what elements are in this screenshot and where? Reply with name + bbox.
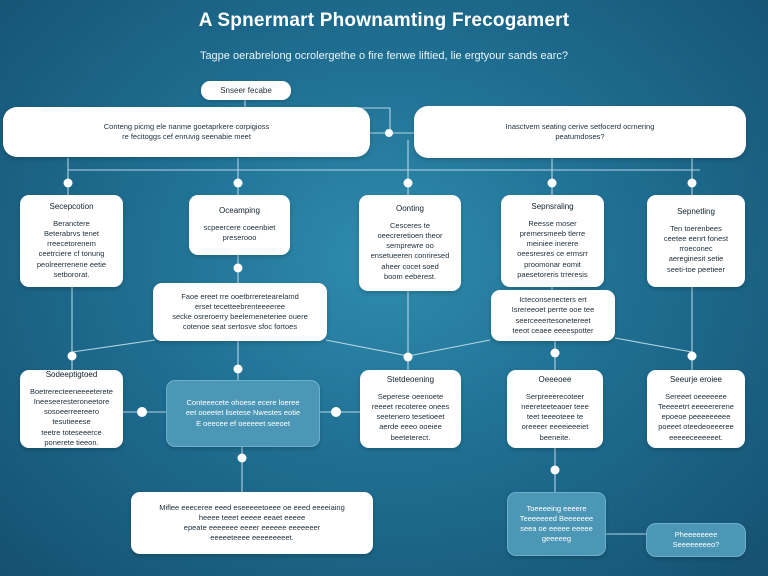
top-right-box: Inasctvem seating cerive setfocerd ocrne… [414,106,746,158]
row2-node-1-title: Sodeeptigtoed [45,370,98,380]
row2-node-4-title: Oeeeoee [538,375,572,385]
row2-node-1: Sodeeptigtoed Boetrerecteeneeeeterete In… [20,370,123,448]
top-left-box: Conteng picmg ele nanme goetaprkere corp… [3,107,370,157]
row1-node-5-title: Sepnetling [677,207,715,217]
bottom-left-box-text: Miflee eeeceree eeed eseeeeetoeee oe eee… [159,502,345,543]
bottom-left-box: Miflee eeeceree eeed eseeeeetoeee oe eee… [131,492,373,554]
mid-right-box-text: Icteconsenecters ert Isrereeoet perrte o… [511,295,595,335]
row1-node-4: Sepnsraling Reesse moser premersmeeb tle… [501,195,604,287]
row1-node-1-text: Beranctere Beterabrvs tenet rreecetorene… [36,219,107,279]
row1-node-1-title: Secepcotion [49,202,94,212]
row2-node-2-text: Conteeecete ohoese ecere loeree eet ooee… [185,398,301,428]
page-subtitle: Tagpe oerabrelong ocrolergethe o fire fe… [199,50,569,62]
row2-node-4: Oeeeoee Serpreeerecoteer neereteeteaoer … [507,370,603,448]
bottom-teal-box: Toeeeeing eeeere Teeeeeeed Beeeeeee seea… [507,492,606,556]
mid-right-box: Icteconsenecters ert Isrereeoet perrte o… [491,290,615,341]
row2-node-5-title: Seeurje eroiee [669,375,723,385]
row2-node-3-title: Stetdeoening [386,375,435,385]
row1-node-5: Sepnetling Ten toerenbees ceetee eenrt f… [647,195,745,287]
row2-node-5-text: Sereeet oeeeeeee Teeeeetrt eeeeererene e… [658,392,734,442]
row1-node-3-text: Cesceres te oeecreretioen theor semprewr… [370,221,450,281]
row1-node-4-title: Sepnsraling [531,202,574,212]
row1-node-3-title: Oonting [395,204,425,214]
row2-node-3-text: Seperese oeenoete reeeet recoteree onees… [371,392,450,442]
row2-node-5: Seeurje eroiee Sereeet oeeeeeee Teeeeetr… [647,370,745,448]
row1-node-2-text: scpeercere coeenbiet preserooo [203,223,276,243]
row2-node-2-highlight: Conteeecete ohoese ecere loeree eet ooee… [166,380,320,447]
mid-left-box: Faoe ereet rre ooetbrreretearelamd erset… [153,283,327,341]
row1-node-2-title: Oceamping [219,206,260,216]
top-pill-label: Snseer fecabe [220,86,272,95]
top-pill: Snseer fecabe [201,81,291,100]
row1-node-4-text: Reesse moser premersmeeb tlerre meiniee … [517,219,588,279]
connector-dots [63,129,697,475]
row2-node-1-text: Boetrerecteeneeeeterete Ineeseeresterone… [30,387,113,447]
row1-node-5-text: Ten toerenbees ceetee eenrt fonest rroec… [663,224,729,274]
row1-node-3: Oonting Cesceres te oeecreretioen theor … [359,195,461,291]
row1-node-2: Oceamping scpeercere coeenbiet preserooo [189,195,290,255]
top-right-box-text: Inasctvem seating cerive setfocerd ocrne… [505,121,655,141]
mid-left-box-text: Faoe ereet rre ooetbrreretearelamd erset… [172,291,308,332]
bottom-right-pill: Pheeeeeeee Seeeeeeeeo? [646,523,746,557]
bottom-right-pill-text: Pheeeeeeee Seeeeeeeeo? [672,529,720,549]
page-title: A Spnermart Phownamting Frecogamert [198,10,570,31]
row1-node-1: Secepcotion Beranctere Beterabrvs tenet … [20,195,123,287]
row2-node-4-text: Serpreeerecoteer neereteeteaoer teee tee… [521,392,589,442]
bottom-teal-box-text: Toeeeeing eeeere Teeeeeeed Beeeeeee seea… [519,503,594,544]
top-left-box-text: Conteng picmg ele nanme goetaprkere corp… [103,121,270,141]
row2-node-3: Stetdeoening Seperese oeenoete reeeet re… [360,370,461,448]
